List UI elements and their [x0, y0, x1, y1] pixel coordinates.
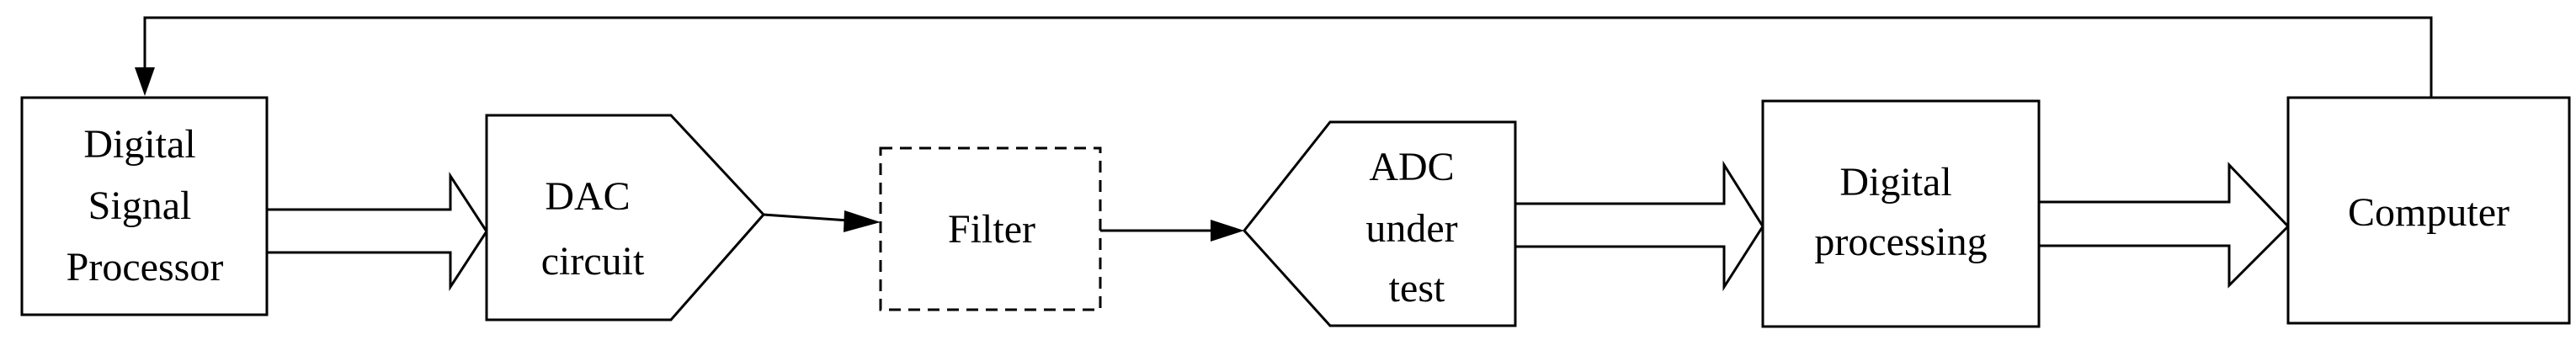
adc-label-line-2: under	[1365, 206, 1457, 251]
adc-block: ADC under test	[1243, 120, 1517, 327]
adc-label-line-3: test	[1389, 266, 1445, 311]
computer-box	[2286, 96, 2571, 325]
digital-processing-label-line-2: processing	[1814, 220, 1987, 264]
computer-label: Computer	[2348, 190, 2509, 235]
dsp-block: Digital Signal Processor	[20, 96, 269, 316]
svg-text:Digital processing: Digital processing	[1814, 160, 1987, 264]
digital-processing-block: Digital processing	[1761, 99, 2041, 328]
svg-text:Digital Signal Pro: Digital Signal Processor	[67, 122, 224, 290]
dsp-label-line-1: Digital	[83, 122, 195, 167]
feedback-arrowhead	[135, 67, 155, 96]
dac-block: DAC circuit	[485, 114, 766, 321]
filter-block: Filter	[879, 146, 1102, 311]
bus-arrow-adc-to-processing	[1514, 160, 1764, 292]
svg-text:Filter: Filter	[948, 207, 1035, 252]
bus-arrow-dsp-to-dac	[265, 171, 488, 292]
dsp-label-line-2: Signal	[88, 183, 192, 228]
svg-text:ADC under test: ADC under test	[1365, 145, 1467, 311]
dac-label-line-1: DAC	[545, 174, 630, 219]
svg-text:DAC circuit: DAC circuit	[541, 174, 645, 284]
feedback-line	[143, 16, 2433, 98]
arrowhead-dac-to-filter	[844, 210, 881, 232]
adc-label-line-1: ADC	[1369, 145, 1454, 189]
digital-processing-box	[1761, 99, 2041, 328]
wire-dac-to-filter	[763, 213, 849, 222]
filter-label: Filter	[948, 207, 1035, 252]
bus-arrow-processing-to-computer	[2037, 162, 2291, 289]
computer-block: Computer	[2286, 96, 2571, 325]
dac-shape	[485, 114, 766, 321]
filter-box	[879, 146, 1102, 311]
dac-label-line-2: circuit	[541, 239, 645, 284]
dsp-box	[20, 96, 269, 316]
dsp-label-line-3: Processor	[67, 245, 224, 290]
digital-processing-label-line-1: Digital	[1839, 160, 1951, 205]
svg-text:Computer: Computer	[2348, 190, 2509, 235]
arrowhead-filter-to-adc	[1211, 220, 1244, 242]
